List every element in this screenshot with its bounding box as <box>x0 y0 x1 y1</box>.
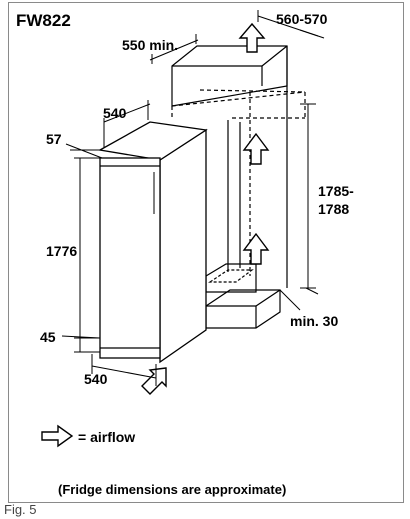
airflow-arrow-icon <box>41 424 74 448</box>
dim-plinth-height: 45 <box>40 329 56 345</box>
dim-appliance-height: 1776 <box>46 243 77 259</box>
dim-door-offset: 57 <box>46 131 62 147</box>
dimensions-note: (Fridge dimensions are approximate) <box>58 482 286 497</box>
legend-airflow-label: = airflow <box>78 429 135 445</box>
dim-width-top: 540 <box>103 105 127 121</box>
diagram-frame <box>8 2 404 503</box>
dim-top-min: 550 min. <box>122 37 178 53</box>
dim-niche-depth: 560-570 <box>276 11 328 27</box>
dimension-lines <box>61 10 325 386</box>
dim-niche-height-1: 1785- <box>318 183 354 199</box>
dim-width-bottom: 540 <box>84 371 108 387</box>
legend: = airflow <box>41 424 135 448</box>
dim-niche-height-2: 1788 <box>318 201 349 217</box>
model-title: FW822 <box>16 11 71 30</box>
niche-cabinet <box>171 45 306 329</box>
figure-caption: Fig. 5 <box>4 502 37 517</box>
dim-bottom-min: min. 30 <box>290 313 338 329</box>
airflow-arrow-icon <box>141 22 270 395</box>
fridge-body <box>98 121 208 364</box>
